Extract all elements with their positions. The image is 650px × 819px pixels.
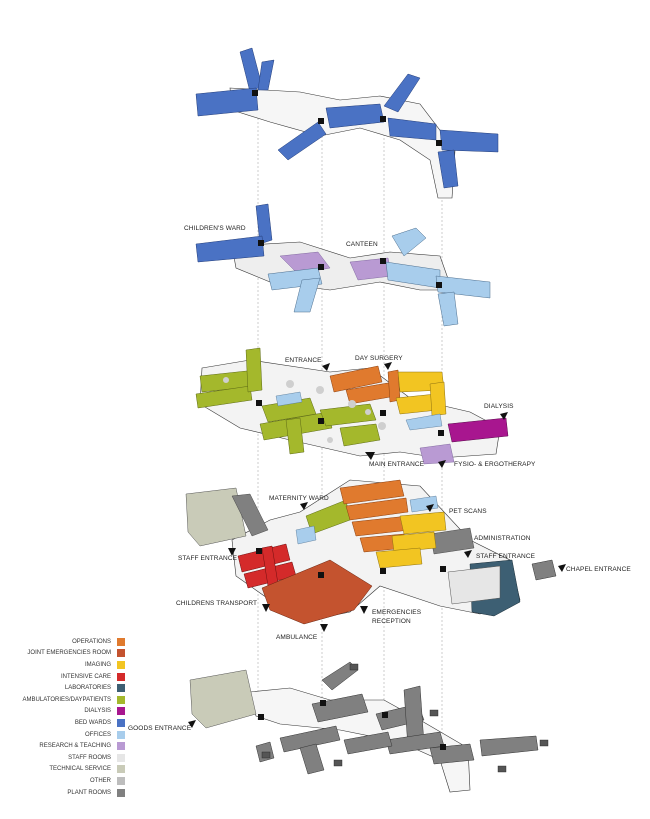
level-bed-wards — [195, 47, 499, 199]
legend-swatch — [117, 672, 125, 681]
label-fysio: FYSIO- & ERGOTHERAPY — [454, 461, 536, 468]
intensive-care-blocks — [237, 543, 297, 589]
legend-item: LABORATORIES — [10, 682, 125, 694]
legend-label: OFFICES — [84, 731, 111, 738]
level3-arrows — [322, 362, 508, 468]
level-emergencies: MATERNITY WARD PET SCANS ADMINISTRATION … — [176, 479, 631, 641]
imaging-blocks — [395, 371, 447, 417]
legend-item: BED WARDS — [10, 717, 125, 729]
legend-swatch — [117, 684, 125, 693]
label-maternity-ward: MATERNITY WARD — [269, 495, 329, 502]
legend-item: INTENSIVE CARE — [10, 671, 125, 683]
level1-small-plant — [261, 663, 549, 773]
legend-label: RESEARCH & TEACHING — [39, 743, 111, 750]
technical-service-block — [185, 487, 247, 547]
legend-label: DIALYSIS — [84, 708, 111, 715]
level3-research — [419, 443, 455, 465]
childrens-ward-blocks — [195, 203, 273, 263]
legend-label: OTHER — [90, 777, 111, 784]
label-reception: RECEPTION — [372, 618, 411, 625]
label-canteen: CANTEEN — [346, 241, 378, 248]
label-entrance: ENTRANCE — [285, 357, 322, 364]
level-childrens-ward: CHILDREN'S WARD CANTEEN — [184, 203, 491, 327]
label-staff-entrance-left: STAFF ENTRANCE — [178, 555, 238, 562]
legend-item: PLANT ROOMS — [10, 787, 125, 799]
legend-swatch — [117, 753, 125, 762]
bed-wards-connectors — [252, 90, 442, 146]
legend: OPERATIONS JOINT EMERGENCIES ROOM IMAGING I… — [10, 636, 125, 798]
label-main-entrance: MAIN ENTRANCE — [369, 461, 425, 468]
legend-item: OPERATIONS — [10, 636, 125, 648]
goods-entrance-arrow — [188, 720, 196, 728]
legend-swatch — [117, 718, 125, 727]
dialysis-block — [447, 417, 509, 443]
legend-swatch — [117, 649, 125, 658]
level3-offices — [275, 391, 443, 431]
legend-item: DIALYSIS — [10, 706, 125, 718]
legend-item: OTHER — [10, 775, 125, 787]
label-childrens-ward: CHILDREN'S WARD — [184, 225, 246, 232]
legend-item: RESEARCH & TEACHING — [10, 740, 125, 752]
legend-label: JOINT EMERGENCIES ROOM — [27, 650, 111, 657]
legend-item: OFFICES — [10, 729, 125, 741]
legend-item: IMAGING — [10, 659, 125, 671]
ambulatories-blocks — [195, 347, 381, 455]
label-day-surgery: DAY SURGERY — [355, 355, 403, 362]
level2-operations — [339, 479, 411, 553]
legend-swatch — [117, 660, 125, 669]
legend-label: IMAGING — [84, 661, 111, 668]
legend-swatch — [117, 730, 125, 739]
label-childrens-transport: CHILDRENS TRANSPORT — [176, 600, 257, 607]
legend-item: TECHNICAL SERVICE — [10, 764, 125, 776]
legend-swatch — [117, 788, 125, 797]
level-plant-rooms: GOODS ENTRANCE — [128, 661, 549, 793]
legend-item: STAFF ROOMS — [10, 752, 125, 764]
bed-wards-arms — [195, 47, 499, 189]
label-dialysis: DIALYSIS — [484, 403, 514, 410]
legend-label: LABORATORIES — [64, 685, 111, 692]
legend-swatch — [117, 742, 125, 751]
legend-label: PLANT ROOMS — [67, 789, 111, 796]
legend-swatch — [117, 765, 125, 774]
legend-swatch — [117, 707, 125, 716]
joint-emergencies-block — [261, 559, 373, 625]
chapel-block — [531, 559, 557, 581]
legend-label: OPERATIONS — [72, 638, 111, 645]
legend-swatch — [117, 776, 125, 785]
level2-imaging — [375, 511, 447, 569]
level2-arrows — [228, 502, 566, 632]
legend-label: INTENSIVE CARE — [60, 673, 111, 680]
technical-goods-block — [189, 669, 257, 729]
label-administration: ADMINISTRATION — [474, 535, 531, 542]
legend-item: JOINT EMERGENCIES ROOM — [10, 648, 125, 660]
offices-arms — [267, 227, 491, 327]
label-ambulance: AMBULANCE — [276, 634, 318, 641]
level-day-surgery: ENTRANCE DAY SURGERY DIALYSIS MAIN ENTRA… — [195, 347, 536, 468]
level2-plant — [231, 493, 475, 555]
legend-label: STAFF ROOMS — [68, 754, 111, 761]
label-emergencies: EMERGENCIES — [372, 609, 422, 616]
label-pet-scans: PET SCANS — [449, 508, 487, 515]
label-goods-entrance: GOODS ENTRANCE — [128, 725, 192, 732]
legend-swatch — [117, 637, 125, 646]
legend-item: AMBULATORIES/DAYPATIENTS — [10, 694, 125, 706]
label-staff-entrance-right: STAFF ENTRANCE — [476, 553, 536, 560]
bed-wards-hub — [229, 87, 456, 199]
legend-label: BED WARDS — [74, 719, 111, 726]
legend-swatch — [117, 695, 125, 704]
legend-label: TECHNICAL SERVICE — [49, 766, 111, 773]
label-chapel-entrance: CHAPEL ENTRANCE — [566, 566, 631, 573]
staff-rooms-block — [447, 565, 501, 605]
level3-other-circles — [223, 377, 386, 443]
legend-label: AMBULATORIES/DAYPATIENTS — [22, 696, 111, 703]
